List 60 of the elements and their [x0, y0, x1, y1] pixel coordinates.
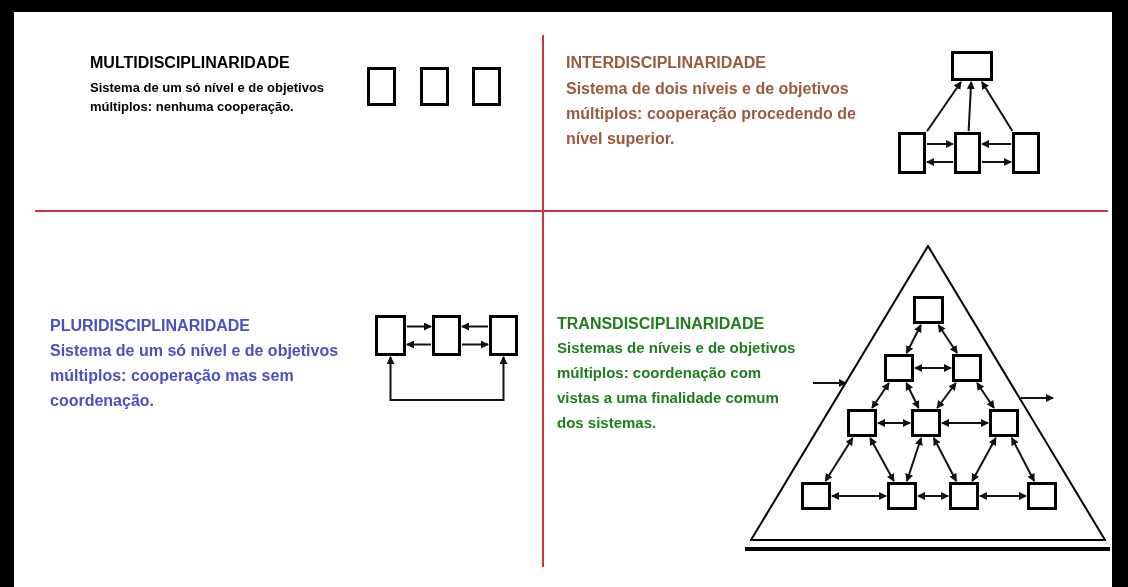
double-arrow	[976, 382, 995, 409]
arrow	[981, 140, 1012, 148]
empty-box	[1027, 482, 1057, 510]
arrow	[406, 340, 432, 349]
section-heading: MULTIDISCIPLINARIDADE	[90, 53, 291, 73]
empty-box	[989, 409, 1019, 437]
arrow	[926, 81, 962, 133]
double-arrow	[917, 492, 949, 500]
empty-box	[1012, 132, 1040, 174]
empty-box	[954, 132, 981, 174]
arrow	[980, 81, 1014, 132]
double-arrow	[979, 492, 1027, 500]
double-arrow	[905, 437, 923, 482]
empty-box	[375, 315, 406, 356]
empty-box	[472, 67, 501, 106]
arrow	[461, 322, 489, 331]
double-arrow	[905, 324, 922, 354]
double-arrow	[905, 382, 920, 409]
double-arrow	[941, 419, 989, 427]
double-arrow	[871, 382, 890, 409]
section-heading: INTERDISCIPLINARIDADE	[566, 53, 767, 73]
double-arrow	[877, 419, 911, 427]
empty-box	[367, 67, 396, 106]
double-arrow	[869, 437, 895, 482]
bracket-arrow	[386, 356, 508, 401]
arrow	[812, 379, 847, 387]
empty-box	[911, 409, 941, 437]
section-description: Sistemas de níveis e de objetivos múltiplos: coordenação com vistas a uma finalidade comum dos sistemas.	[557, 338, 797, 433]
arrow	[1020, 394, 1054, 402]
section-heading: TRANSDISCIPLINARIDADE	[557, 314, 766, 334]
section-description: Sistema de um só nível e de objetivos múltiplos: cooperação mas sem coordenação.	[50, 341, 340, 411]
double-arrow	[971, 437, 997, 482]
double-arrow	[831, 492, 887, 500]
empty-box	[847, 409, 877, 437]
empty-box	[951, 51, 993, 81]
empty-box	[801, 482, 831, 510]
arrow	[926, 158, 954, 166]
double-arrow	[936, 382, 957, 409]
arrow	[966, 81, 975, 132]
double-arrow	[937, 324, 959, 354]
double-arrow	[1010, 437, 1036, 482]
empty-box	[884, 354, 914, 382]
section-description: Sistema de dois níveis e de objetivos múltiplos: cooperação procedendo de nível superior.	[566, 79, 857, 149]
empty-box	[898, 132, 926, 174]
arrow	[981, 158, 1012, 166]
empty-box	[913, 296, 944, 324]
section-description: Sistema de um só nível e de objetivos múltiplos: nenhuma cooperação.	[90, 79, 326, 116]
section-heading: PLURIDISCIPLINARIDADE	[50, 316, 251, 336]
empty-box	[949, 482, 979, 510]
double-arrow	[932, 437, 958, 482]
empty-box	[432, 315, 461, 356]
arrow	[926, 140, 954, 148]
arrow	[406, 322, 432, 331]
empty-box	[489, 315, 518, 356]
empty-box	[420, 67, 449, 106]
arrow	[461, 340, 489, 349]
double-arrow	[824, 437, 854, 482]
double-arrow	[914, 364, 952, 372]
empty-box	[887, 482, 917, 510]
empty-box	[952, 354, 982, 382]
